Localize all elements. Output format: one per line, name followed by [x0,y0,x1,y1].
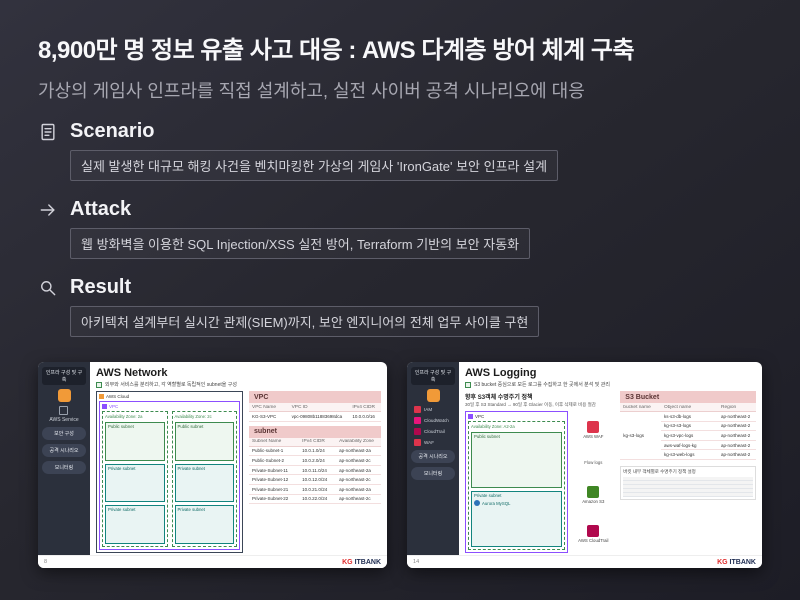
aws-waf-icon [587,421,600,434]
mini-sidebar: 인프라 구성 및 구축 AWS Service 보안 구성 공격 시나리오 모니… [38,362,90,555]
section-attack: Attack 웹 방화벽을 이용한 SQL Injection/XSS 실전 방… [38,198,762,259]
kg-itbank-logo: KG ITBANK [342,558,382,566]
s3-table-band: S3 Bucket [620,391,756,403]
aws-logo-icon [426,389,440,402]
page-number: 8 [44,559,48,565]
iam-icon [414,406,422,413]
mini-sidebar-header: 인프라 구성 및 구축 [42,367,86,385]
logging-diagram: VPC Availability Zone: A2-2a Public subn… [465,411,614,553]
public-subnet-box: Public subnet [105,422,165,461]
vpc-icon [102,404,107,409]
page-subtitle: 가상의 게임사 인프라를 직접 설계하고, 실전 사이버 공격 시나리오에 대응 [38,81,585,101]
lifecycle-settings-box: 버킷 내부 객체별로 수명주기 정책 설정 [620,465,756,500]
magnifier-icon [38,278,58,298]
section-attack-label: Attack [70,198,132,220]
mini-slide-note: S3 bucket 중심으로 모든 로그를 수집하고 한 곳에서 분석 및 관리 [474,382,610,388]
sidebar-item-attack-scenario: 공격 시나리오 [42,444,86,457]
cloudtrail-icon [587,524,600,537]
private-subnet-box: Private subnet Aurora MySQL [471,491,563,547]
network-diagram: AWS Cloud VPC Availabilit [96,391,244,553]
page-number: 14 [413,559,420,565]
section-result-description: 아키텍처 설계부터 실시간 관제(SIEM)까지, 보안 엔지니어의 전체 업무… [70,306,540,337]
sidebar-service-label: AWS Service [49,417,79,423]
subnet-table-band: subnet [249,425,382,438]
section-result-label: Result [70,276,132,298]
section-scenario-description: 실제 발생한 대규모 해킹 사건을 벤치마킹한 가상의 게임사 'IronGat… [70,150,559,181]
section-attack-description: 웹 방화벽을 이용한 SQL Injection/XSS 실전 방어, Terr… [70,228,531,259]
private-subnet-box: Private subnet [174,505,235,545]
s3-bucket-table: S3 Bucket bucket name Object name Region… [620,391,756,460]
cloudwatch-icon [414,417,422,424]
waf-icon [414,439,422,446]
document-icon [38,122,58,142]
note-icon [465,381,472,388]
vpc-label: VPC [475,414,485,419]
availability-zone: Availability Zone: A2-2a Public subnet P… [468,421,566,550]
aurora-db-icon [474,500,481,506]
section-scenario-label: Scenario [70,120,155,142]
presentation-slide: 8,900만 명 정보 유출 사고 대응 : AWS 다계층 방어 체계 구축 … [38,37,762,568]
aurora-label: Aurora MySQL [482,500,511,506]
lifecycle-note: 버킷 내부 객체별로 수명주기 정책 설정 [623,468,696,474]
table-row: KG-S3-VPC vpc-09808b11883698dca 10.0.0.0… [249,412,382,422]
cloudtrail-label: AWS CloudTrail [578,537,609,543]
vpc-table-band: VPC [249,391,382,403]
sidebar-item-attack-scenario: 공격 시나리오 [411,450,456,463]
mini-slide-note: 외부와 서비스를 분리하고, 각 역할별로 독립적인 subnet을 구성 [105,382,237,388]
private-subnet-box: Private subnet [174,463,235,503]
mini-slide-title: AWS Network [96,367,168,379]
public-subnet-box: Public subnet [471,432,563,488]
thumbnail-network-slide[interactable]: 인프라 구성 및 구축 AWS Service 보안 구성 공격 시나리오 모니… [38,362,388,568]
sidebar-item-monitoring: 모니터링 [42,461,86,474]
mini-sidebar-header: 인프라 구성 및 구축 [411,367,456,385]
lifecycle-screenshot [623,476,753,497]
availability-zone-2c: Availability Zone: 2c Public subnet Priv… [171,411,238,547]
lifecycle-policy-title: 향후 S3객체 수명주기 정책 [465,395,533,401]
subnet-table: subnet Subnet Name IPv4 CIDR Availabilit… [249,425,382,505]
mini-sidebar: 인프라 구성 및 구축 IAM CloudWatch CloudTrail WA… [407,362,460,555]
arrow-right-icon [38,200,58,220]
public-subnet-box: Public subnet [174,422,235,461]
lifecycle-policy-note: 30일 후 S3 Standard → 90일 후 Glacier 이동, 이후… [465,402,596,407]
service-grid-icon [59,406,69,415]
aws-logo-icon [57,389,71,402]
private-subnet-box: Private subnet [105,505,165,545]
aws-waf-label: AWS WAF [583,434,604,440]
vpc-icon [468,414,474,419]
bucket-name-cell: kg-s3-logs [623,432,645,438]
availability-zone-2a: Availability Zone: 2a Public subnet Priv… [102,411,168,547]
aws-cloud-icon [99,394,104,399]
sidebar-item-monitoring: 모니터링 [411,467,456,480]
thumbnail-row: 인프라 구성 및 구축 AWS Service 보안 구성 공격 시나리오 모니… [38,337,762,568]
sidebar-item-security: 보안 구성 [42,427,86,440]
cloudtrail-icon [414,428,422,435]
amazon-s3-label: Amazon S3 [582,498,605,504]
thumbnail-logging-slide[interactable]: 인프라 구성 및 구축 IAM CloudWatch CloudTrail WA… [407,362,762,568]
page-title: 8,900만 명 정보 유출 사고 대응 : AWS 다계층 방어 체계 구축 [38,37,635,64]
section-scenario: Scenario 실제 발생한 대규모 해킹 사건을 벤치마킹한 가상의 게임사… [38,120,762,181]
aws-cloud-label: AWS Cloud [106,394,130,399]
kg-itbank-logo: KG ITBANK [717,558,756,566]
flow-logs-label: Flow logs [584,460,603,466]
vpc-label: VPC [109,404,119,409]
mini-slide-title: AWS Logging [465,367,537,379]
amazon-s3-icon [587,485,600,498]
private-subnet-box: Private subnet [105,463,165,503]
note-icon [96,381,102,388]
section-result: Result 아키텍처 설계부터 실시간 관제(SIEM)까지, 보안 엔지니어… [38,276,762,337]
vpc-table: VPC VPC Name VPC ID IPv4 CIDR KG-S3-VPC … [249,391,382,422]
